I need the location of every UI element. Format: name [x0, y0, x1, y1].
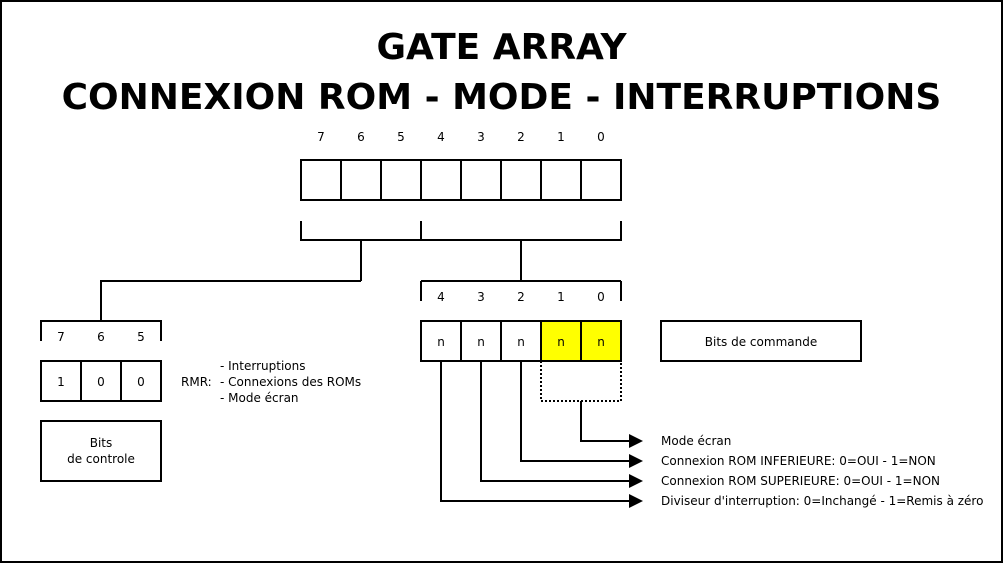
reg-bit-number: 2 [517, 130, 525, 144]
bracket-right [420, 221, 622, 241]
reg-bit-number: 7 [317, 130, 325, 144]
control-bits-register [40, 360, 162, 402]
command-bits-box [660, 320, 862, 362]
rmr-item: - Interruptions [220, 359, 306, 373]
command-bit-number: 3 [477, 290, 485, 304]
arrowhead-mode [629, 434, 643, 448]
command-bit-number: 4 [437, 290, 445, 304]
command-bit-value: n [437, 335, 445, 349]
title-line-2: CONNEXION ROM - MODE - INTERRUPTIONS [61, 77, 942, 118]
command-bit-value: n [597, 335, 605, 349]
control-bit-number: 5 [137, 330, 145, 344]
rmr-prefix: RMR: [181, 375, 212, 389]
arrow-line-rom-inf [520, 361, 629, 462]
arrow-label-rom-inf: Connexion ROM INFERIEURE: 0=OUI - 1=NON [661, 454, 936, 468]
control-bit-value: 1 [57, 375, 65, 389]
arrow-line-rom-sup [480, 361, 629, 482]
arrow-label-interrupt: Diviseur d'interruption: 0=Inchangé - 1=… [661, 494, 984, 508]
control-bit-number: 6 [97, 330, 105, 344]
command-bit-number: 0 [597, 290, 605, 304]
reg-bit-number: 3 [477, 130, 485, 144]
arrow-line-interrupt [440, 361, 629, 502]
control-bits-box [40, 420, 162, 482]
mode-bits-bracket [540, 361, 622, 402]
command-bit-value: n [517, 335, 525, 349]
command-bit-number: 2 [517, 290, 525, 304]
rmr-item: - Mode écran [220, 391, 299, 405]
reg-bit-number: 6 [357, 130, 365, 144]
command-bit-number: 1 [557, 290, 565, 304]
control-bits-bar [40, 320, 162, 341]
control-bit-number: 7 [57, 330, 65, 344]
control-box-label-line2: de controle [67, 452, 135, 466]
arrow-line-mode [580, 401, 629, 442]
control-bit-value: 0 [137, 375, 145, 389]
arrowhead-interrupt [629, 494, 643, 508]
reg-bit-number: 4 [437, 130, 445, 144]
command-bit-value: n [477, 335, 485, 349]
command-bit-value: n [557, 335, 565, 349]
arrowhead-rom-sup [629, 474, 643, 488]
reg-bit-number: 5 [397, 130, 405, 144]
title-line-1: GATE ARRAY [376, 27, 627, 68]
command-box-label: Bits de commande [704, 335, 818, 349]
arrow-label-mode: Mode écran [661, 434, 732, 448]
control-bit-value: 0 [97, 375, 105, 389]
rmr-item: - Connexions des ROMs [220, 375, 362, 389]
arrowhead-rom-inf [629, 454, 643, 468]
reg-bit-number: 0 [597, 130, 605, 144]
arrow-label-rom-sup: Connexion ROM SUPERIEURE: 0=OUI - 1=NON [661, 474, 940, 488]
reg-bit-number: 1 [557, 130, 565, 144]
control-box-label-line1: Bits [89, 436, 113, 450]
bracket-left [300, 221, 421, 241]
